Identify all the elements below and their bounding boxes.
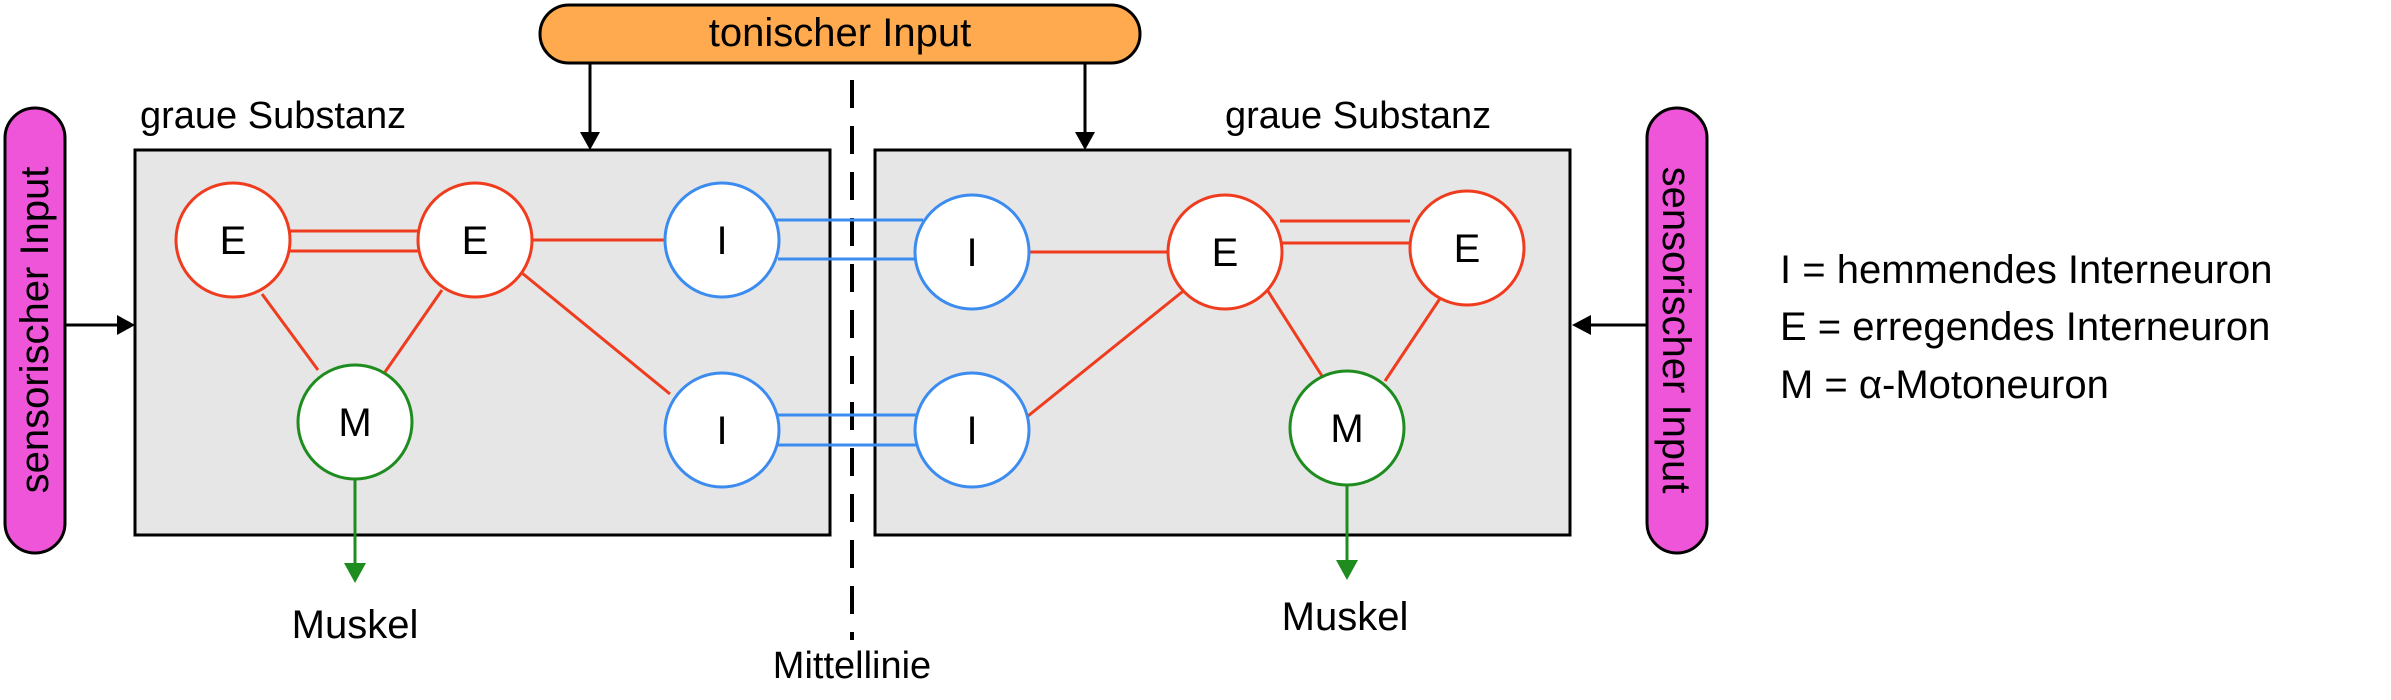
svg-text:M: M [1330,407,1363,451]
svg-text:I: I [966,231,977,275]
left-sensory-input-label: sensorischer Input [13,167,57,494]
svg-text:E: E [1454,227,1481,271]
svg-text:I: I [716,409,727,453]
right-motoneuron: M [1288,369,1406,487]
tonic-arrow-left-head [580,132,600,150]
tonic-arrow-right-head [1075,132,1095,150]
right-motor-output [1336,482,1358,580]
svg-text:E: E [220,219,247,263]
legend: I = hemmendes Interneuron E = erregendes… [1780,248,2273,407]
legend-excitatory: E = erregendes Interneuron [1780,305,2270,349]
left-inhibitory-neuron-2: I [663,371,781,489]
right-inhibitory-neuron-2: I [913,371,1031,489]
svg-text:E: E [1212,231,1239,275]
tonic-input-pill [538,3,1142,65]
svg-text:I: I [966,409,977,453]
right-muscle-label: Muskel [1282,595,1409,639]
right-excitatory-neuron-1: E [1166,193,1284,311]
right-excitatory-connections [1027,219,1449,418]
svg-text:I: I [716,219,727,263]
left-motoneuron: M [296,363,414,481]
left-excitatory-connections [260,229,671,396]
right-sensory-input-label: sensorischer Input [1654,167,1698,494]
left-inhibitory-neuron-1: I [663,181,781,299]
left-excitatory-neuron-1: E [174,181,292,299]
left-excitatory-neuron-2: E [416,181,534,299]
svg-text:E: E [462,219,489,263]
right-sensory-input-pill [1645,106,1709,555]
left-grey-matter-label: graue Substanz [140,95,406,137]
right-inhibitory-neuron-1: I [913,193,1031,311]
left-motor-output [344,480,366,583]
left-muscle-label: Muskel [292,603,419,647]
tonic-input-label: tonischer Input [709,11,971,55]
legend-motoneuron: M = α-Motoneuron [1780,363,2109,407]
right-sensory-arrow-head [1572,315,1591,335]
midline-label: Mittellinie [773,645,931,687]
legend-inhibitory: I = hemmendes Interneuron [1780,248,2273,292]
svg-text:M: M [338,401,371,445]
left-sensory-arrow-head [117,315,135,335]
right-grey-matter-label: graue Substanz [1225,95,1491,137]
cross-midline-inhibitory-connections [774,218,923,447]
right-excitatory-neuron-2: E [1408,189,1526,307]
left-sensory-input-pill [3,106,67,555]
